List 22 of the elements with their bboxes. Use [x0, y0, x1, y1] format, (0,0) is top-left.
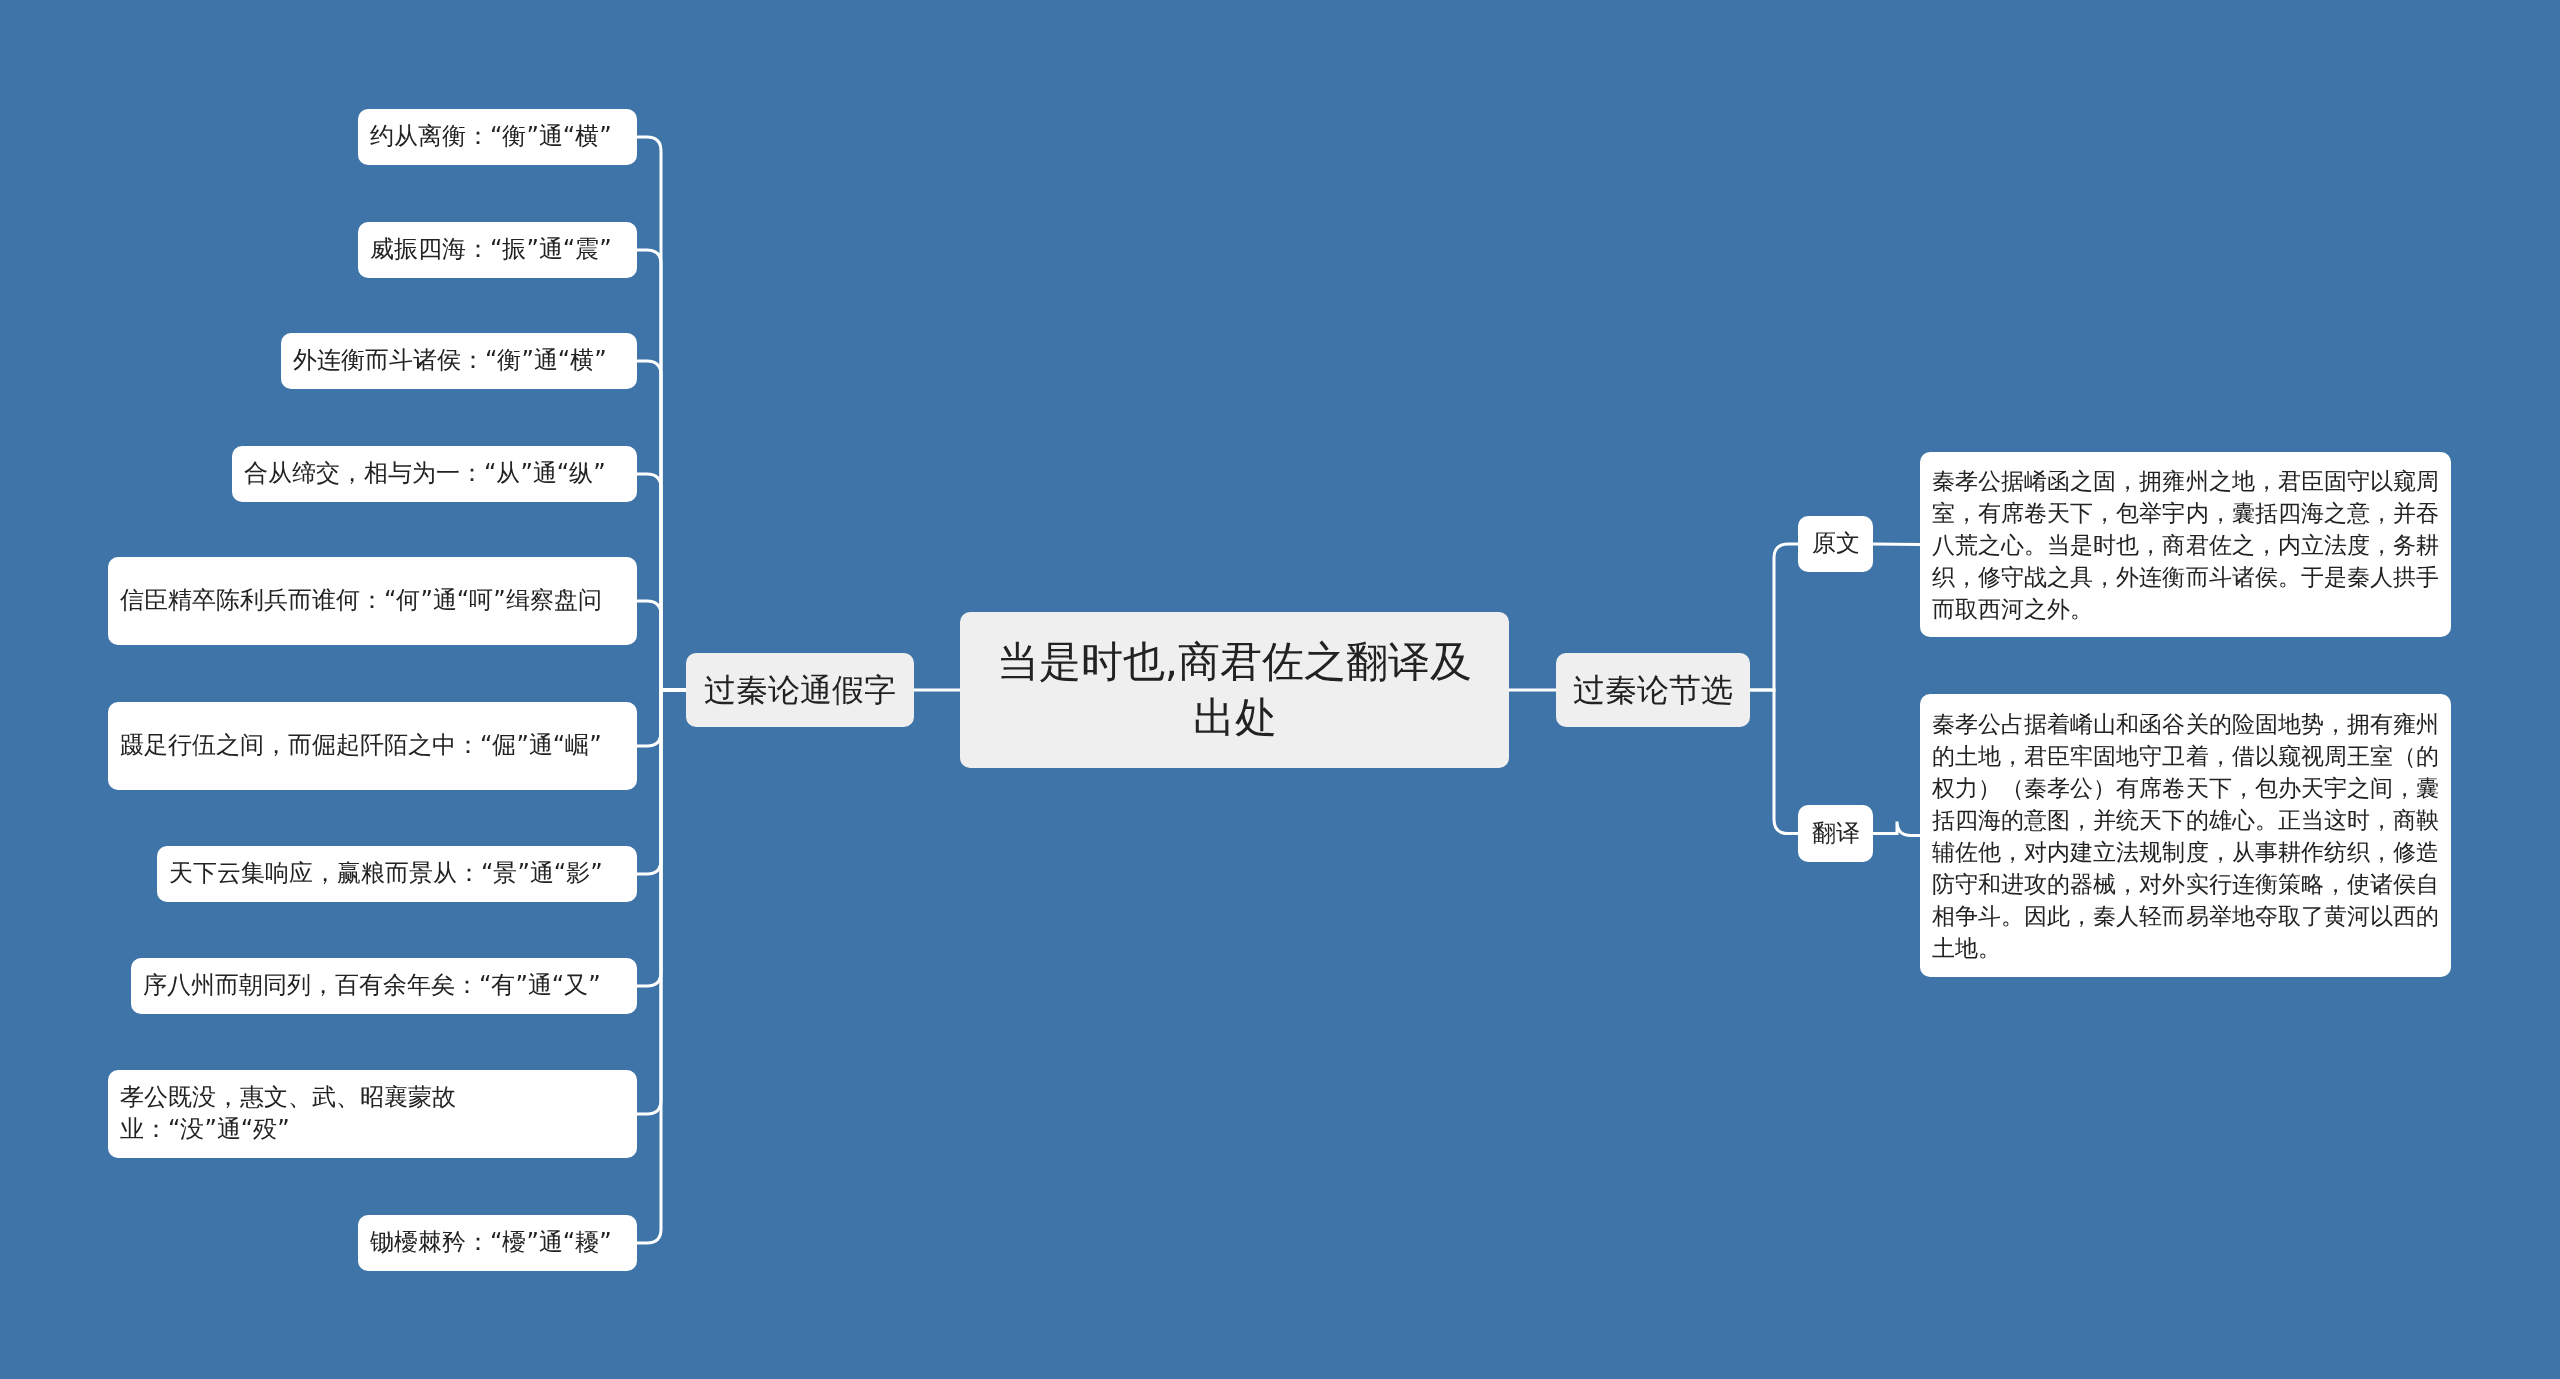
text-box: 秦孝公据崤函之固，拥雍州之地，君臣固守以窥周室，有席卷天下，包举宇内，囊括四海之意，并吞八荒之心。当是时也，商君佐之，内立法度，务耕织，修守战之具，外连衡而斗诸侯。于是秦人拱手而取西河之外。	[1920, 452, 2451, 637]
note-box: 孝公既没，惠文、武、昭襄蒙故业：“没”通“殁”	[108, 1070, 637, 1158]
branch-box: 过秦论通假字	[686, 653, 914, 727]
label-box: 原文	[1798, 516, 1873, 572]
connector-line	[1509, 688, 1556, 692]
note-box: 信臣精卒陈利兵而谁何：“何”通“呵”缉察盘问	[108, 557, 637, 645]
connector-line	[914, 688, 960, 692]
note-box: 天下云集响应，赢粮而景从：“景”通“影”	[157, 846, 637, 902]
note-box: 约从离衡：“衡”通“横”	[358, 109, 637, 165]
note-box: 合从缔交，相与为一：“从”通“纵”	[232, 446, 637, 502]
connector-line	[1873, 542, 1920, 546]
note-box: 威振四海：“振”通“震”	[358, 222, 637, 278]
branch-box: 过秦论节选	[1556, 653, 1750, 727]
note-box: 蹑足行伍之间，而倔起阡陌之中：“倔”通“崛”	[108, 702, 637, 790]
note-box: 锄櫌棘矜：“櫌”通“耰”	[358, 1215, 637, 1271]
connector-line	[1873, 820, 1920, 837]
note-box: 序八州而朝同列，百有余年矣：“有”通“又”	[131, 958, 637, 1014]
note-box: 外连衡而斗诸侯：“衡”通“横”	[281, 333, 637, 389]
connector-line	[1750, 688, 1798, 835]
label-box: 翻译	[1798, 805, 1873, 862]
text-box: 秦孝公占据着崤山和函谷关的险固地势，拥有雍州的土地，君臣牢固地守卫着，借以窥视周王室（的权力）（秦孝公）有席卷天下，包办天宇之间，囊括四海的意图，并统天下的雄心。正当这时，商鞅辅佐他，对内建立法规制度，从事耕作纺织，修造防守和进攻的器械，对外实行连衡策略，使诸侯自相争斗。因此，秦人轻而易举地夺取了黄河以西的土地。	[1920, 694, 2451, 977]
topic-box: 当是时也,商君佐之翻译及出处	[960, 612, 1509, 768]
